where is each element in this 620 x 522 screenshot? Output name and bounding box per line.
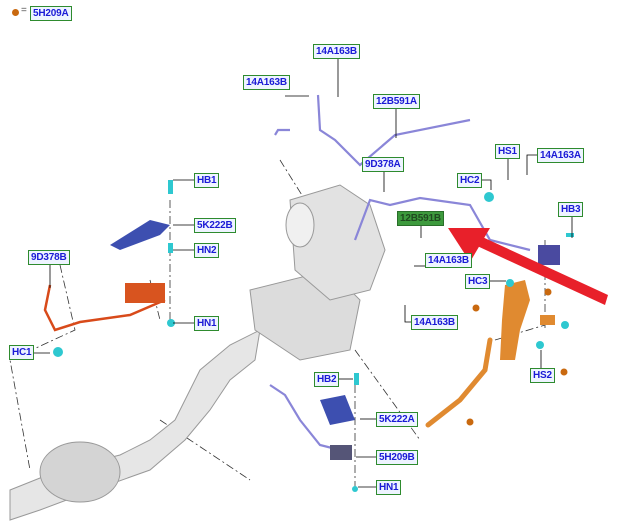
legend-part-label[interactable]: 5H209A (30, 6, 72, 21)
part-label-hn2[interactable]: HN2 (194, 243, 220, 258)
part-label-12b591a[interactable]: 12B591A (373, 94, 420, 109)
bracket-5k222b (110, 220, 170, 250)
part-label-hn1[interactable]: HN1 (376, 480, 402, 495)
part-label-5h209b[interactable]: 5H209B (376, 450, 418, 465)
part-label-9d378b[interactable]: 9D378B (28, 250, 70, 265)
highlight-arrow (448, 228, 608, 305)
legend-equals: = (21, 5, 27, 16)
part-label-14a163b[interactable]: 14A163B (313, 44, 360, 59)
part-label-hb2[interactable]: HB2 (314, 372, 340, 387)
part-label-hc3[interactable]: HC3 (465, 274, 491, 289)
part-label-hn1[interactable]: HN1 (194, 316, 220, 331)
part-label-12b591b[interactable]: 12B591B (397, 211, 444, 226)
part-label-hs2[interactable]: HS2 (530, 368, 555, 383)
part-label-14a163b[interactable]: 14A163B (411, 315, 458, 330)
part-label-hb3[interactable]: HB3 (558, 202, 584, 217)
part-label-hs1[interactable]: HS1 (495, 144, 520, 159)
part-label-9d378a[interactable]: 9D378A (362, 157, 404, 172)
part-label-hc2[interactable]: HC2 (457, 173, 483, 188)
legend-dot-icon (12, 9, 19, 16)
part-label-5k222a[interactable]: 5K222A (376, 412, 418, 427)
part-label-14a163b[interactable]: 14A163B (243, 75, 290, 90)
part-label-hc1[interactable]: HC1 (9, 345, 35, 360)
part-label-hb1[interactable]: HB1 (194, 173, 220, 188)
exhaust-pipe (9, 184, 386, 521)
part-label-14a163a[interactable]: 14A163A (537, 148, 584, 163)
part-label-5k222b[interactable]: 5K222B (194, 218, 236, 233)
part-label-14a163b[interactable]: 14A163B (425, 253, 472, 268)
